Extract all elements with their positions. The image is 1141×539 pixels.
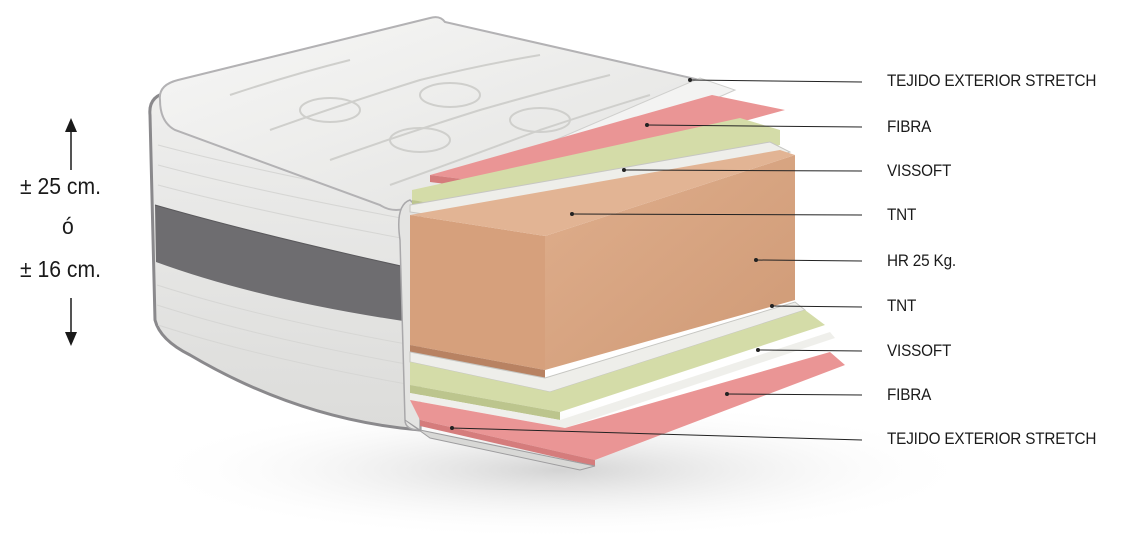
layer-label-tnt-top: TNT: [887, 205, 916, 225]
height-option-b: ± 16 cm.: [20, 256, 101, 283]
layer-label-hr-core: HR 25 Kg.: [887, 251, 956, 271]
layer-label-fibra-bottom: FIBRA: [887, 385, 931, 405]
arrow-down-icon: [65, 332, 77, 346]
layer-hr-core-front: [410, 215, 545, 370]
layer-label-tejido-top: TEJIDO EXTERIOR STRETCH: [887, 71, 1096, 91]
layer-label-tnt-bottom: TNT: [887, 296, 916, 316]
height-option-a: ± 25 cm.: [20, 173, 101, 200]
layer-label-tejido-bottom: TEJIDO EXTERIOR STRETCH: [887, 429, 1096, 449]
layer-label-vissoft-top: VISSOFT: [887, 161, 951, 181]
height-connector: ó: [62, 213, 74, 240]
layer-label-fibra-top: FIBRA: [887, 117, 931, 137]
layer-label-vissoft-bottom: VISSOFT: [887, 341, 951, 361]
arrow-up-icon: [65, 118, 77, 132]
